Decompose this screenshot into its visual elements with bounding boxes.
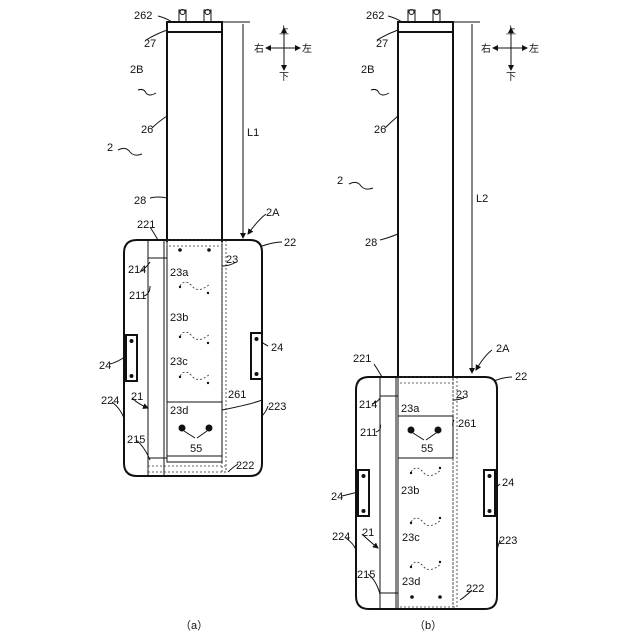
label-23c: 23c [170, 356, 188, 368]
label-b-26: 26 [374, 124, 386, 136]
label-b-27: 27 [376, 38, 388, 50]
dir-right-side: 左 [302, 42, 312, 55]
caption-a: （a） [180, 619, 208, 632]
label-23a: 23a [170, 267, 189, 279]
label-262: 262 [134, 10, 152, 22]
label-b-215: 215 [357, 569, 375, 581]
dir-left-side: 右 [254, 42, 264, 55]
label-27: 27 [144, 38, 156, 50]
dir-down: 下 [279, 72, 289, 83]
label-211: 211 [129, 290, 147, 302]
label-b-24-left: 24 [331, 491, 343, 503]
tube-cap [167, 22, 222, 32]
label-222: 222 [236, 460, 254, 472]
caption-b: （b） [414, 619, 442, 632]
label-b-222: 222 [466, 583, 484, 595]
cap-bolts-b [408, 10, 440, 23]
dir-up: 上 [279, 25, 289, 37]
label-23d: 23d [170, 405, 188, 417]
label-b-55: 55 [421, 443, 433, 455]
label-b-24-right: 24 [502, 477, 514, 489]
label-b-23a: 23a [401, 403, 420, 415]
label-b-21: 21 [362, 527, 374, 539]
labels-b: 262 27 2B 26 2 28 L2 2A 22 221 214 211 2… [331, 10, 539, 632]
label-L2: L2 [476, 193, 488, 205]
label-23: 23 [226, 254, 238, 266]
figure-b [342, 10, 527, 610]
label-b-223: 223 [499, 535, 517, 547]
label-22: 22 [284, 237, 296, 249]
outer-body-22-b [356, 377, 497, 609]
label-b-214: 214 [359, 399, 377, 411]
label-223: 223 [268, 401, 286, 413]
label-b-221: 221 [353, 353, 371, 365]
label-b-23d: 23d [402, 576, 420, 588]
dir-b-up: 上 [506, 25, 516, 37]
dir-b-down: 下 [506, 72, 516, 83]
label-55: 55 [190, 443, 202, 455]
label-214: 214 [128, 264, 146, 276]
label-215: 215 [127, 434, 145, 446]
label-23b: 23b [170, 312, 188, 324]
tube-cap-b [398, 22, 453, 32]
label-b-224: 224 [332, 531, 350, 543]
label-b-2A: 2A [496, 343, 510, 355]
label-2: 2 [107, 142, 113, 154]
dir-b-right-side: 左 [529, 42, 539, 55]
label-b-28: 28 [365, 237, 377, 249]
cap-bolts [179, 10, 211, 23]
label-224: 224 [101, 395, 119, 407]
label-b-211: 211 [360, 427, 378, 439]
label-b-262: 262 [366, 10, 384, 22]
label-2A: 2A [266, 207, 280, 219]
label-b-2: 2 [337, 175, 343, 187]
label-b-23: 23 [456, 389, 468, 401]
label-b-23b: 23b [401, 485, 419, 497]
label-21: 21 [131, 391, 143, 403]
label-28: 28 [134, 195, 146, 207]
label-b-261: 261 [458, 418, 476, 430]
label-L1: L1 [247, 127, 259, 139]
inner-frame-211 [148, 240, 164, 476]
label-b-2B: 2B [361, 64, 374, 76]
label-26: 26 [141, 124, 153, 136]
label-b-23c: 23c [402, 532, 420, 544]
label-221: 221 [137, 219, 155, 231]
label-24-right: 24 [271, 342, 283, 354]
label-261: 261 [228, 389, 246, 401]
label-24-left: 24 [99, 360, 111, 372]
label-b-22: 22 [515, 371, 527, 383]
label-2B: 2B [130, 64, 143, 76]
dir-b-left-side: 右 [481, 42, 491, 55]
labels-a: 262 27 2B 26 2 28 L1 2A 22 221 214 211 2… [99, 10, 312, 632]
